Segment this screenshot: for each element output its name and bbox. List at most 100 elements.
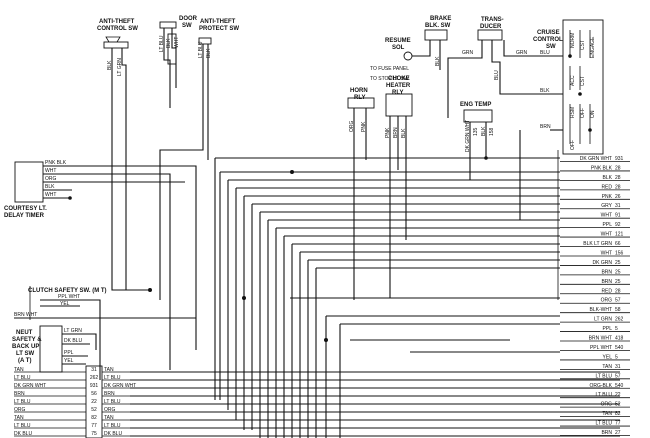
- right-wire-label: LT BLU: [596, 421, 613, 427]
- right-wire-label: PPL: [603, 326, 613, 332]
- right-wire-number: 27: [615, 430, 621, 436]
- right-wire-label: RED: [601, 184, 612, 190]
- door-switch-plunger: [167, 33, 177, 65]
- atc-wire-2: LT GRN: [117, 58, 123, 76]
- bottom-row-left-label: TAN: [14, 415, 24, 421]
- left-wire-brn-wht: BRN WHT: [14, 312, 37, 318]
- bottom-connector-block: [85, 365, 103, 438]
- neutral-safety-switch-body: [39, 325, 63, 373]
- right-wire-label: WHT: [601, 232, 612, 238]
- right-wire-number: 57: [615, 298, 621, 304]
- eng-temp-wire-num-2: 158: [489, 127, 495, 136]
- right-wire-label: PNK BLK: [591, 165, 613, 171]
- atc-wire-1: BLK: [107, 60, 113, 70]
- right-wire-number: 540: [615, 383, 624, 389]
- door-wire-3: WHT: [174, 37, 180, 48]
- neut-sw-label-5: (A T): [18, 358, 31, 364]
- choke-rly-label-3: RLY: [392, 90, 403, 96]
- right-wire-label: LT GRN: [594, 317, 612, 323]
- bottom-row-right-label: BRN: [104, 391, 115, 397]
- bottom-row-left-label: DK GRN WHT: [14, 383, 46, 389]
- bottom-row-left-label: LT BLU: [14, 423, 31, 429]
- bottom-row-right-label: TAN: [104, 415, 114, 421]
- right-wire-number: 52: [615, 402, 621, 408]
- right-wire-label: ORG-BLK: [589, 383, 612, 389]
- brake-wire-2: BLK: [435, 56, 441, 66]
- right-wire-number: 121: [615, 232, 624, 238]
- door-sw-label-1: DOOR: [179, 16, 198, 22]
- horn-wire-1: ORG: [349, 121, 355, 133]
- clutch-wire-1: PPL WHT: [58, 294, 80, 300]
- cruise-wire-2: BLU: [494, 70, 500, 80]
- right-wire-label: BRN: [601, 279, 612, 285]
- wire-network: [14, 19, 620, 438]
- switch-pos-4: ACC: [570, 75, 576, 86]
- cruise-wire-grn: GRN: [516, 50, 528, 56]
- neut-wire-2: DK BLU: [64, 338, 82, 344]
- neut-wire-1: LT GRN: [64, 328, 82, 334]
- neut-sw-label-3: BACK UP: [12, 344, 39, 350]
- door-wire-1: LT BLU: [159, 35, 165, 52]
- neut-sw-label-1: NEUT: [16, 330, 33, 336]
- right-wire-number: 91: [615, 213, 621, 219]
- switch-pos-3: ENGAGE: [590, 36, 596, 58]
- clutch-safety-sw-label: CLUTCH SAFETY SW. (M T): [28, 288, 107, 294]
- right-wire-number: 25: [615, 279, 621, 285]
- bottom-row-left-label: ORG: [14, 407, 26, 413]
- bottom-row-number: 52: [91, 407, 97, 413]
- eng-temp-wire-num-1: 135: [473, 127, 479, 136]
- choke-wire-3: BLK: [401, 128, 407, 138]
- right-wire-number: 31: [615, 364, 621, 370]
- bottom-row-number: 56: [91, 391, 97, 397]
- diagram-labels: ANTI-THEFT CONTROL SW DOOR SW ANTI-THEFT…: [4, 16, 596, 364]
- right-wire-number: 57: [615, 373, 621, 379]
- horn-relay-body: [347, 97, 375, 109]
- right-wire-number: 28: [615, 165, 621, 171]
- protect-wire-2: BLK: [206, 48, 212, 58]
- horn-rly-label-2: RLY: [354, 95, 365, 101]
- right-wire-number: 5: [615, 354, 618, 360]
- resume-solenoid-symbol: [403, 51, 413, 61]
- resume-sol-label-2: SOL: [392, 45, 405, 51]
- right-wire-number: 58: [615, 307, 621, 313]
- right-wire-label: RED: [601, 288, 612, 294]
- bottom-row-number: 75: [91, 431, 97, 437]
- bottom-row-right-label: DK BLU: [104, 431, 122, 437]
- right-wire-number: 82: [615, 411, 621, 417]
- right-wire-number: 28: [615, 184, 621, 190]
- choke-wire-2: BRN: [393, 127, 399, 138]
- neut-wire-4: YEL: [64, 358, 74, 364]
- right-wire-label: ORG: [601, 298, 613, 304]
- neut-sw-label-2: SAFETY &: [12, 337, 42, 343]
- brake-switch-body: [424, 29, 448, 41]
- clutch-wire-2: YEL: [60, 301, 70, 307]
- right-wire-number: 931: [615, 156, 624, 162]
- timer-wire-5: WHT: [45, 192, 56, 198]
- right-wire-label: BLK LT GRN: [583, 241, 612, 247]
- timer-wire-2: WHT: [45, 168, 56, 174]
- switch-pos-6: RSM: [570, 107, 576, 118]
- right-wire-label: BRN: [601, 430, 612, 436]
- engine-temp-sensor-body: [463, 109, 493, 123]
- right-wire-number: 28: [615, 288, 621, 294]
- bottom-row-number: 262: [90, 375, 99, 381]
- neut-wire-3: PPL: [64, 350, 74, 356]
- anti-theft-control-sw-label-2: CONTROL SW: [97, 26, 138, 32]
- right-wire-label: BLK: [603, 175, 613, 181]
- right-wire-label: ORG: [601, 402, 613, 408]
- right-wire-number: 540: [615, 345, 624, 351]
- protect-wire-1: LT BLU: [198, 41, 204, 58]
- right-wire-number: 25: [615, 260, 621, 266]
- right-wire-label: BRN: [601, 269, 612, 275]
- choke-wire-1: PNK: [385, 127, 391, 138]
- right-wire-label: BLK-WHT: [590, 307, 613, 313]
- courtesy-delay-timer-body: [14, 161, 44, 203]
- transducer-label-2: DUCER: [480, 24, 502, 30]
- timer-wire-1: PNK BLK: [45, 160, 67, 166]
- brake-sw-label-2: BLK. SW: [425, 23, 451, 29]
- right-wire-number: 262: [615, 317, 624, 323]
- cruise-wire-3: BLK: [540, 88, 550, 94]
